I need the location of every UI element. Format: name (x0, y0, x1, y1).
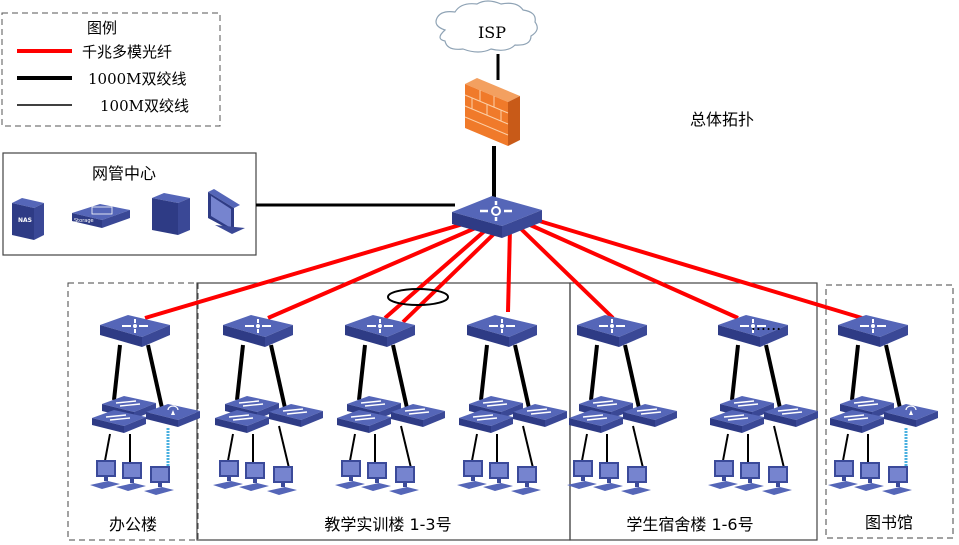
uplink-1000m (764, 344, 782, 409)
building-clusters (90, 314, 939, 495)
legend-fiber-label: 千兆多模光纤 (82, 43, 172, 61)
pc-icon (116, 462, 146, 491)
building-label-teaching: 教学实训楼 1-3号 (324, 515, 451, 534)
uplink-1000m (269, 344, 287, 409)
building-label-dorm: 学生宿舍楼 1-6号 (626, 515, 753, 534)
uplink-1000m (884, 344, 902, 409)
building-box-library (825, 284, 954, 539)
nas-icon: NAS (12, 198, 44, 240)
pc-icon (621, 466, 651, 495)
pc-icon (267, 466, 297, 495)
distribution-switch-icon (222, 314, 294, 348)
nms-title: 网管中心 (92, 164, 156, 183)
legend-box (1, 12, 221, 127)
core-switch-icon (452, 196, 542, 238)
uplink-1000m (479, 344, 489, 401)
distribution-switch-icon (466, 314, 538, 348)
pc-icon (239, 462, 269, 491)
pc-icon (90, 460, 120, 489)
legend-1000m-label: 1000M双绞线 (88, 70, 187, 88)
building-label-library: 图书馆 (865, 513, 913, 532)
monitor-icon (208, 189, 245, 234)
nms-center: 网管中心 NAS Storage (2, 152, 257, 256)
diagram-title: 总体拓扑 (690, 110, 754, 129)
storage-icon: Storage (72, 204, 130, 228)
pc-icon (457, 460, 487, 489)
uplink-1000m (146, 344, 164, 409)
pc-icon (734, 462, 764, 491)
uplink-1000m (730, 344, 740, 401)
pc-icon (708, 460, 738, 489)
uplink-1000m (513, 344, 531, 409)
cloud-icon (435, 0, 538, 53)
pc-icon (144, 466, 174, 495)
isp-cloud: ISP (435, 0, 538, 53)
pc-icon (882, 466, 912, 495)
uplink-1000m (357, 344, 367, 401)
building-label-office: 办公楼 (109, 515, 157, 534)
pc-icon (483, 462, 513, 491)
uplink-1000m (589, 344, 599, 401)
uplink-1000m (112, 344, 122, 401)
distribution-switch-icon (99, 314, 171, 348)
downlink-100m (632, 425, 644, 469)
pc-icon (361, 462, 391, 491)
downlink-100m (278, 425, 290, 469)
downlink-100m (400, 425, 412, 469)
pc-icon (389, 466, 419, 495)
uplink-1000m (391, 344, 409, 409)
legend-100m-label: 100M双绞线 (100, 97, 189, 115)
uplink-1000m (623, 344, 641, 409)
svg-text:Storage: Storage (74, 218, 94, 224)
dorm-ellipsis: ...... (751, 315, 782, 334)
link-aggregation-ring (387, 288, 449, 306)
svg-text:NAS: NAS (18, 217, 32, 224)
legend: 图例 千兆多模光纤 1000M双绞线 100M双绞线 (1, 12, 221, 127)
downlink-100m (773, 425, 785, 469)
pc-icon (335, 460, 365, 489)
pc-icon (511, 466, 541, 495)
pc-icon (593, 462, 623, 491)
pc-icon (213, 460, 243, 489)
server-icon (152, 193, 190, 235)
building-box-office (67, 282, 199, 541)
fiber-links (144, 218, 863, 324)
legend-title: 图例 (87, 19, 117, 37)
firewall-icon (464, 78, 520, 146)
uplink-1000m (850, 344, 860, 401)
pc-icon (854, 462, 884, 491)
distribution-switch-icon (837, 314, 909, 348)
pc-icon (567, 460, 597, 489)
downlink-100m (522, 425, 534, 469)
isp-label: ISP (478, 23, 506, 42)
uplink-1000m (235, 344, 245, 401)
pc-icon (762, 466, 792, 495)
pc-icon (828, 460, 858, 489)
distribution-switch-icon (576, 314, 648, 348)
